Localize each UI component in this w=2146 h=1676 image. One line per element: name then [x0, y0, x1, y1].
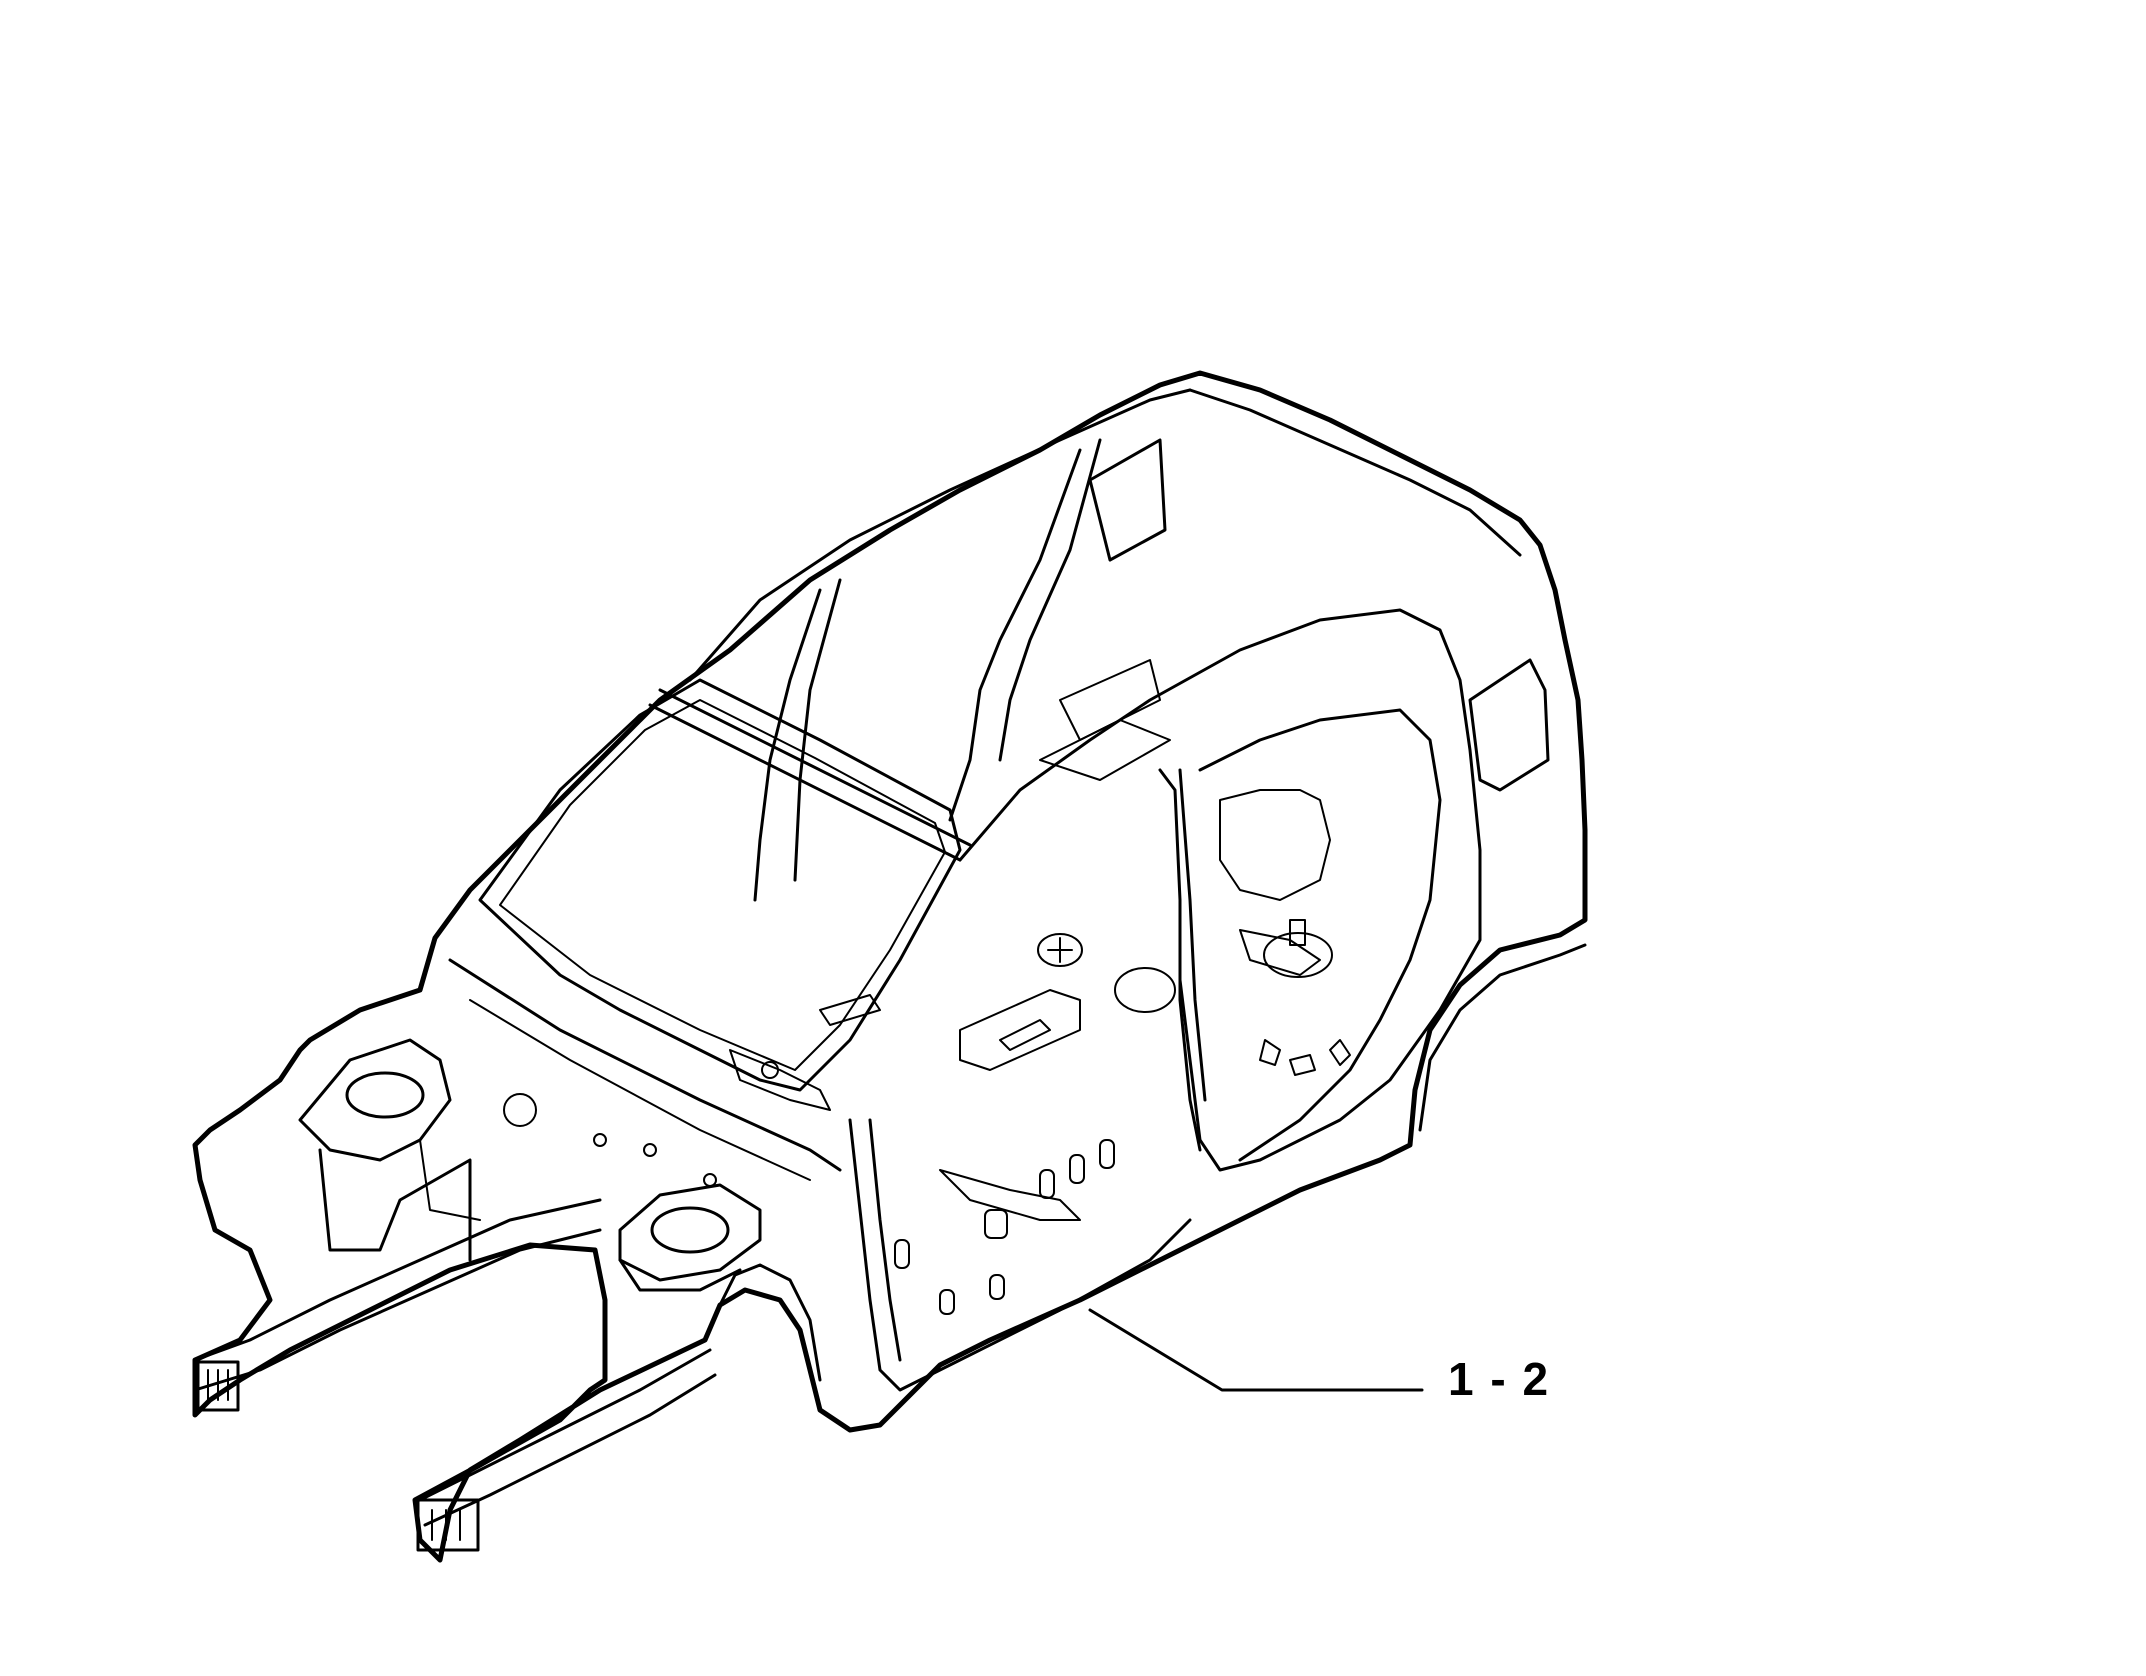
- callout-label: 1 - 2: [1448, 1353, 1551, 1405]
- front-wheel-arch: [718, 1263, 822, 1382]
- left-front-rail: [193, 1198, 602, 1362]
- front-door-opening: [958, 608, 1482, 1172]
- left-strut-tower: [298, 1038, 452, 1162]
- rear-door-opening: [1198, 708, 1442, 1162]
- rear-wheel-arch: [1418, 943, 1587, 1132]
- callout-leader-line: [1088, 1308, 1424, 1392]
- rear-quarter-window: [1468, 658, 1550, 792]
- floor-pan: [729, 789, 1351, 1315]
- right-front-rail: [418, 1348, 712, 1502]
- cowl-panel: [448, 958, 842, 1172]
- b-pillar: [1158, 768, 1202, 1152]
- rear-side-window: [1088, 438, 1167, 562]
- body-outline: [192, 370, 1588, 1563]
- right-strut-tower: [618, 1183, 762, 1282]
- windshield-frame: [478, 678, 962, 1092]
